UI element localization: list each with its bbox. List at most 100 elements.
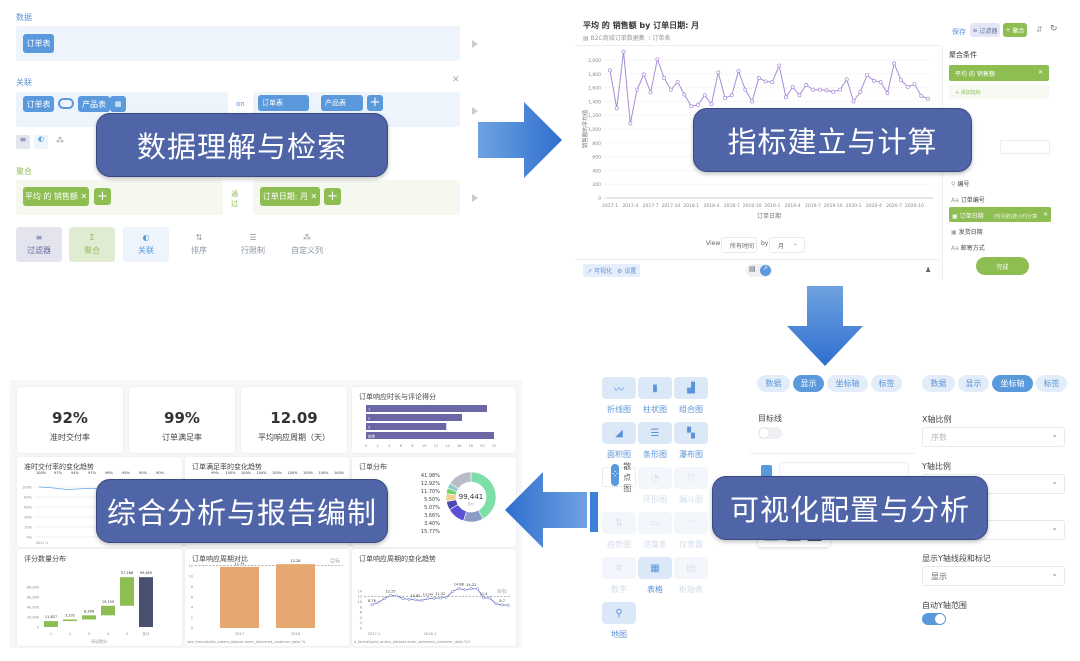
- bar[interactable]: [366, 432, 494, 439]
- chart-type-table-chart[interactable]: ▦表格: [638, 557, 672, 595]
- tool-limit-button[interactable]: ☰行限制: [230, 227, 276, 262]
- field-item[interactable]: ⚲ 编号: [951, 179, 969, 188]
- download-icon[interactable]: ⇵: [1036, 25, 1043, 34]
- chart-type-scatter-chart[interactable]: ⁘散点图: [602, 462, 636, 493]
- data-point[interactable]: [783, 95, 788, 100]
- data-point[interactable]: [709, 102, 714, 107]
- data-point[interactable]: [750, 99, 755, 104]
- chart-type-line-chart[interactable]: 〰折线图: [602, 377, 636, 415]
- chart-type-donut-chart[interactable]: ◔环形图: [638, 467, 672, 505]
- data-point[interactable]: [770, 80, 775, 85]
- data-point[interactable]: [811, 87, 815, 92]
- data-point[interactable]: [824, 88, 829, 93]
- data-point[interactable]: [432, 596, 436, 600]
- bar[interactable]: [276, 564, 315, 628]
- data-point[interactable]: [716, 70, 721, 75]
- agg-metric-chip[interactable]: 平均 的 销售额 ✕: [23, 187, 89, 206]
- tab-0[interactable]: 数据: [757, 375, 790, 392]
- data-point[interactable]: [420, 598, 424, 602]
- chart-type-row-chart[interactable]: ☰条形图: [638, 422, 672, 460]
- data-point[interactable]: [871, 78, 876, 83]
- data-point[interactable]: [885, 91, 890, 96]
- data-point[interactable]: [858, 89, 863, 94]
- data-point[interactable]: [790, 84, 795, 89]
- source-name[interactable]: B2C商城订单数据集: [590, 35, 645, 42]
- data-table-chip[interactable]: 订单表: [23, 34, 54, 53]
- chart-type-combo-chart[interactable]: ▟组合图: [674, 377, 708, 415]
- tab-1[interactable]: 显示: [958, 375, 989, 392]
- data-point[interactable]: [736, 69, 741, 73]
- data-point[interactable]: [844, 77, 849, 82]
- data-point[interactable]: [675, 80, 680, 85]
- field-item[interactable]: Aa 邮寄方式: [951, 243, 985, 252]
- data-point[interactable]: [506, 603, 510, 607]
- filter-button[interactable]: ≡ 过滤器: [970, 23, 1000, 37]
- chart-type-number-chart[interactable]: #数字: [602, 557, 636, 595]
- data-point[interactable]: [905, 84, 910, 89]
- alert-bell-icon[interactable]: ♟: [925, 266, 932, 274]
- bar[interactable]: [366, 414, 462, 421]
- run-step-icon[interactable]: [472, 107, 478, 115]
- data-point[interactable]: [628, 121, 633, 126]
- data-point[interactable]: [696, 102, 700, 107]
- tab-2[interactable]: 坐标轴: [992, 375, 1033, 392]
- data-point[interactable]: [413, 598, 417, 602]
- chart-type-trend-chart[interactable]: ⇅趋势图: [602, 512, 636, 550]
- save-button[interactable]: 保存: [952, 28, 966, 36]
- data-point[interactable]: [608, 68, 612, 73]
- filter-icon[interactable]: ≡: [16, 135, 30, 149]
- data-point[interactable]: [614, 106, 619, 111]
- data-point[interactable]: [838, 87, 842, 92]
- field-item[interactable]: ▣ 发货日期: [951, 227, 983, 236]
- tab-0[interactable]: 数据: [922, 375, 955, 392]
- data-point[interactable]: [621, 49, 626, 54]
- data-point[interactable]: [488, 596, 492, 600]
- data-point[interactable]: [912, 82, 917, 87]
- bar[interactable]: [220, 566, 259, 628]
- data-point[interactable]: [482, 596, 486, 600]
- tab-1[interactable]: 显示: [793, 375, 824, 392]
- field-item[interactable]: Aa 订单编号: [951, 195, 985, 204]
- field-item-selected[interactable]: ▣ 订单日期 (时间戳|按小时计算✕: [949, 207, 1051, 222]
- chart-type-pivot-chart[interactable]: ▤枢轴表: [674, 557, 708, 595]
- refresh-icon[interactable]: ↻: [1050, 24, 1058, 34]
- bar[interactable]: [366, 405, 488, 412]
- table-icon[interactable]: ▤: [749, 265, 756, 273]
- chart-type-progress-chart[interactable]: ▭进度条: [638, 512, 672, 550]
- data-point[interactable]: [463, 588, 467, 592]
- chart-type-funnel-chart[interactable]: ▽漏斗图: [674, 467, 708, 505]
- add-group-button[interactable]: +: [324, 188, 341, 205]
- chart-type-area-chart[interactable]: ◢面积图: [602, 422, 636, 460]
- data-point[interactable]: [494, 602, 498, 606]
- data-point[interactable]: [451, 589, 455, 593]
- table-name[interactable]: 订单表: [652, 35, 671, 42]
- chart-type-gauge-chart[interactable]: ◠仪表盘: [674, 512, 708, 550]
- data-point[interactable]: [763, 79, 768, 84]
- show-y-axis-select[interactable]: 显示: [922, 566, 1065, 586]
- x-scale-select[interactable]: 序数: [922, 427, 1065, 447]
- data-point[interactable]: [395, 594, 399, 598]
- data-point[interactable]: [407, 597, 411, 601]
- data-point[interactable]: [426, 597, 430, 601]
- bar[interactable]: [120, 577, 134, 606]
- bar[interactable]: [101, 605, 115, 616]
- group-by-chip[interactable]: 订单日期: 月 ✕: [260, 187, 320, 206]
- bar[interactable]: [139, 577, 153, 627]
- tool-filter-button[interactable]: ≡过滤器: [16, 227, 62, 262]
- data-point[interactable]: [641, 72, 646, 77]
- join-key-right[interactable]: 产品表: [321, 95, 363, 111]
- bar[interactable]: [366, 423, 447, 430]
- tab-2[interactable]: 坐标轴: [827, 375, 868, 392]
- tool-custom-column-button[interactable]: ⁂自定义列: [284, 227, 330, 262]
- tab-3[interactable]: 标签: [1036, 375, 1067, 392]
- add-metric-link[interactable]: + 添加指标: [949, 85, 1049, 99]
- data-point[interactable]: [370, 603, 374, 607]
- data-point[interactable]: [804, 82, 809, 87]
- granularity-select[interactable]: 月: [769, 237, 805, 253]
- bar[interactable]: [63, 619, 77, 622]
- join-type-icon[interactable]: [58, 98, 74, 109]
- search-input[interactable]: [1000, 140, 1050, 154]
- data-point[interactable]: [655, 57, 660, 62]
- data-point[interactable]: [401, 597, 405, 601]
- join-left-chip[interactable]: 订单表: [23, 96, 54, 112]
